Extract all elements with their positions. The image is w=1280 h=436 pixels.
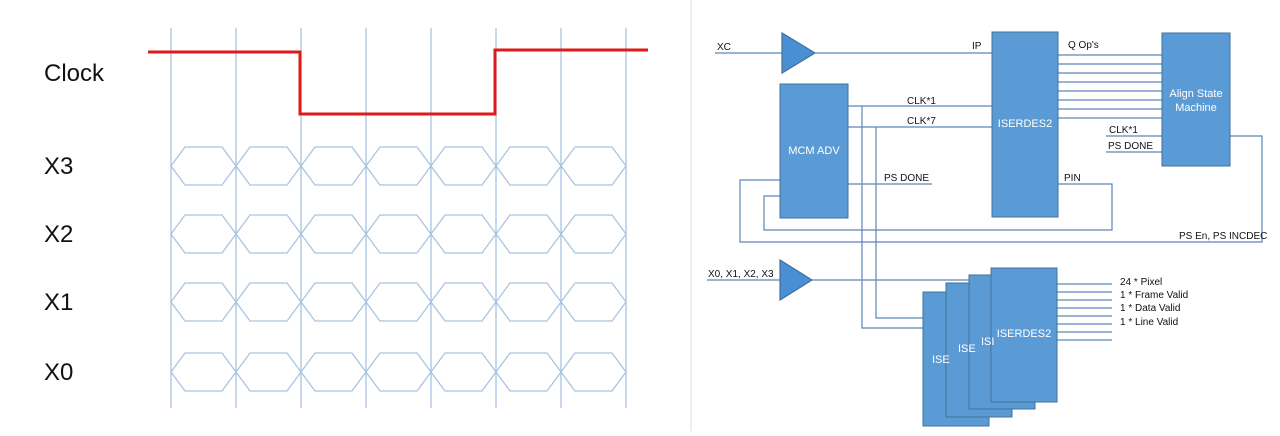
data-eye-x1 [430,282,497,322]
stack-label-3: ISI [981,336,994,348]
output-bus [1057,283,1112,341]
data-eye-x2 [235,214,302,254]
data-eye-x1 [560,282,627,322]
data-eye-x0 [430,352,497,392]
data-eye-x1 [495,282,562,322]
xc-input-label: XC [717,42,731,53]
data-eye-x2 [495,214,562,254]
clk1-tap-down [861,106,925,329]
clk7-tap-down [875,127,925,319]
iserdes2-block [991,31,1059,218]
signal-label-x3: X3 [44,153,73,180]
data-eye-x3 [495,146,562,186]
data-eye-x2 [170,214,237,254]
xdata-buffer-triangle [779,258,814,302]
mcm-psdone-label: PS DONE [884,173,929,184]
eye-rows [170,146,627,392]
data-eye-x0 [495,352,562,392]
pin-loop-wire [763,183,1113,231]
align-state-label-line2: Machine [1175,102,1217,114]
clock-label: Clock [44,60,105,87]
data-eye-x3 [430,146,497,186]
mcm-adv-label: MCM ADV [788,145,840,157]
timing-grid [170,28,627,408]
ip-pin-label: IP [972,41,982,52]
signal-label-x0: X0 [44,359,73,386]
output-label-pixel: 24 * Pixel [1120,277,1162,288]
data-eye-x1 [365,282,432,322]
signal-label-x2: X2 [44,221,73,248]
data-eye-x2 [365,214,432,254]
stack-label-1: ISE [932,354,950,366]
pin-label: PIN [1064,173,1081,184]
data-eye-x0 [560,352,627,392]
align-psdone-label: PS DONE [1108,141,1153,152]
timing-diagram: Clock X3 X2 X1 X0 [44,28,648,408]
mcm-adv-block [779,83,849,219]
feedback-label: PS En, PS INCDEC [1179,231,1267,242]
data-eye-x3 [170,146,237,186]
stack-label-4: ISERDES2 [997,328,1051,340]
align-state-machine-block [1161,32,1231,167]
data-eye-x0 [365,352,432,392]
align-clk1-label: CLK*1 [1109,125,1138,136]
xc-buffer-triangle [781,31,817,75]
iserdes-stack-block-4 [990,267,1058,403]
xdata-input-label: X0, X1, X2, X3 [708,269,774,280]
data-eye-x3 [235,146,302,186]
data-eye-x2 [430,214,497,254]
clk1-label: CLK*1 [907,96,936,107]
panel-divider [690,0,692,431]
data-eye-x1 [170,282,237,322]
data-eye-x3 [560,146,627,186]
q-ops-label: Q Op's [1068,40,1099,51]
data-eye-x1 [235,282,302,322]
output-label-frame-valid: 1 * Frame Valid [1120,290,1188,301]
data-eye-x2 [300,214,367,254]
signal-label-x1: X1 [44,289,73,316]
iserdes2-label: ISERDES2 [998,118,1052,130]
data-eye-x3 [365,146,432,186]
clk7-label: CLK*7 [907,116,936,127]
output-label-data-valid: 1 * Data Valid [1120,303,1180,314]
data-eye-x1 [300,282,367,322]
block-diagram [707,31,1263,341]
data-eye-x0 [300,352,367,392]
align-state-label-line1: Align State [1169,88,1222,100]
data-eye-x0 [235,352,302,392]
q-ops-bus [1058,54,1162,119]
stack-label-2: ISE [958,343,976,355]
feedback-loop-wire [739,135,1263,243]
data-eye-x3 [300,146,367,186]
output-label-line-valid: 1 * Line Valid [1120,317,1178,328]
data-eye-x2 [560,214,627,254]
data-eye-x0 [170,352,237,392]
clock-waveform [148,48,648,116]
blocks [779,31,1231,427]
